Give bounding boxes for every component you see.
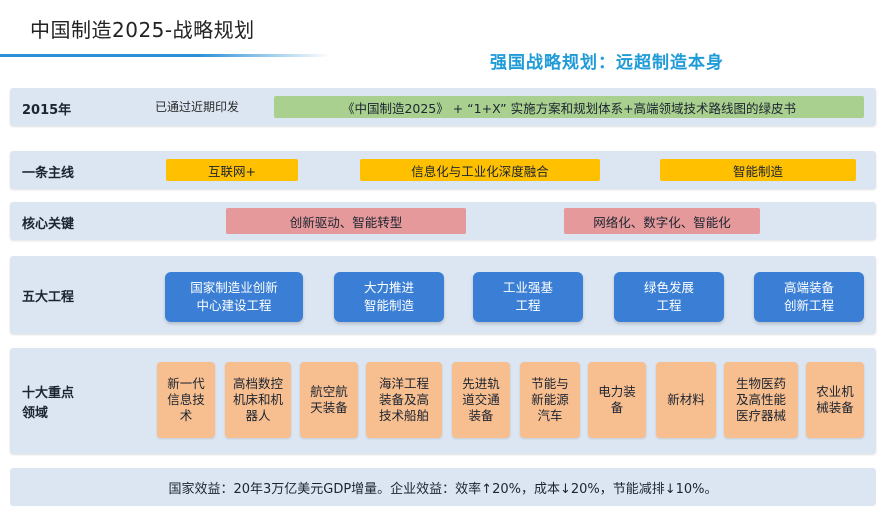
field-item: 电力装 备 bbox=[588, 362, 646, 438]
band-mainline: 一条主线 互联网+ 信息化与工业化深度融合 智能制造 bbox=[10, 151, 876, 189]
field-item: 节能与 新能源 汽车 bbox=[520, 362, 580, 438]
core-digitalization: 网络化、数字化、智能化 bbox=[564, 208, 760, 234]
field-item: 农业机 械装备 bbox=[806, 362, 864, 438]
field-item: 先进轨 道交通 装备 bbox=[452, 362, 510, 438]
band-label-projects: 五大工程 bbox=[22, 290, 75, 305]
field-item: 航空航 天装备 bbox=[300, 362, 358, 438]
band-label-mainline: 一条主线 bbox=[22, 166, 75, 181]
band-label-2015: 2015年 bbox=[22, 103, 72, 118]
project-innovation-center: 国家制造业创新 中心建设工程 bbox=[165, 272, 303, 322]
mainline-internet-plus: 互联网+ bbox=[166, 159, 298, 181]
project-green-development: 绿色发展 工程 bbox=[614, 272, 724, 322]
slogan: 强国战略规划：远超制造本身 bbox=[490, 53, 724, 73]
field-item: 生物医药 及高性能 医疗器械 bbox=[724, 362, 798, 438]
page-title: 中国制造2025-战略规划 bbox=[30, 18, 255, 42]
field-item: 海洋工程 装备及高 技术船舶 bbox=[366, 362, 442, 438]
title-underline bbox=[0, 54, 330, 57]
project-smart-manufacturing: 大力推进 智能制造 bbox=[334, 272, 444, 322]
band-projects: 五大工程 国家制造业创新 中心建设工程 大力推进 智能制造 工业强基 工程 绿色… bbox=[10, 256, 876, 334]
green-book-bar: 《中国制造2025》 + “1+X” 实施方案和规划体系+高端领域技术路线图的绿… bbox=[274, 96, 864, 118]
band-2015: 2015年 已通过近期印发 《中国制造2025》 + “1+X” 实施方案和规划… bbox=[10, 88, 876, 126]
mainline-integration: 信息化与工业化深度融合 bbox=[360, 159, 600, 181]
field-item: 新一代 信息技 术 bbox=[157, 362, 215, 438]
project-high-end-equipment: 高端装备 创新工程 bbox=[754, 272, 864, 322]
band-core: 核心关键 创新驱动、智能转型 网络化、数字化、智能化 bbox=[10, 202, 876, 240]
band-label-fields: 十大重点 领域 bbox=[22, 386, 75, 421]
band-fields: 十大重点 领域 新一代 信息技 术 高档数控 机床和机 器人 航空航 天装备 海… bbox=[10, 348, 876, 454]
field-item: 高档数控 机床和机 器人 bbox=[225, 362, 291, 438]
band-label-core: 核心关键 bbox=[22, 217, 75, 232]
core-innovation: 创新驱动、智能转型 bbox=[226, 208, 466, 234]
mainline-smart-manufacturing: 智能制造 bbox=[660, 159, 856, 181]
field-item: 新材料 bbox=[656, 362, 716, 438]
note-2015: 已通过近期印发 bbox=[155, 100, 240, 114]
benefits-footer: 国家效益：20年3万亿美元GDP增量。企业效益：效率↑20%，成本↓20%，节能… bbox=[10, 468, 876, 506]
project-industrial-base: 工业强基 工程 bbox=[473, 272, 583, 322]
